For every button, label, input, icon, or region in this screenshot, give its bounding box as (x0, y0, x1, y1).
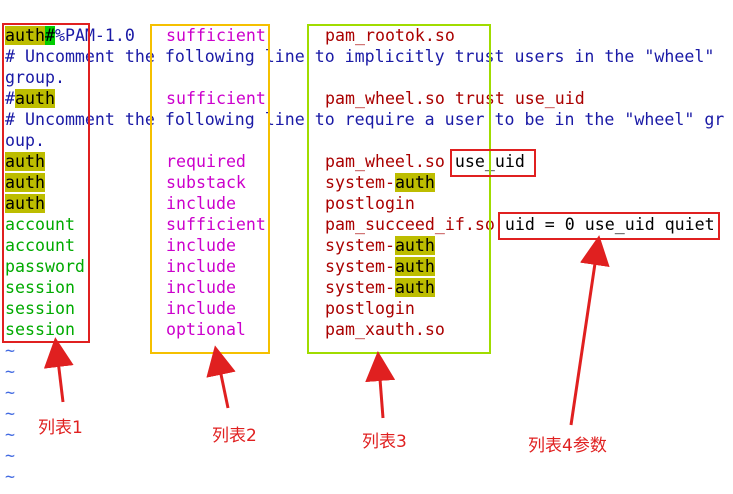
module-name: system- (325, 236, 395, 255)
module-name: system- (325, 257, 395, 276)
module-type-text: session (5, 320, 75, 339)
module-path: pam_succeed_if.so uid = 0 use_uid quiet (325, 214, 715, 235)
search-highlight: auth (394, 236, 435, 255)
pam-header: %PAM-1.0 (54, 26, 135, 45)
control-flag: sufficient (166, 215, 266, 234)
module-name: pam_xauth.so (325, 320, 445, 339)
comment-line: oup. (5, 131, 45, 150)
module-type-text: account (5, 215, 75, 234)
module-type: auth (5, 25, 45, 46)
module-path: pam_wheel.so trust use_uid (325, 88, 585, 109)
module-type: auth (5, 193, 45, 214)
control-flag: optional (166, 320, 246, 339)
module-type-text: auth (5, 152, 45, 171)
module-type-text: password (5, 257, 85, 276)
arrow-3 (365, 351, 396, 419)
module-name: pam_rootok.so (325, 26, 455, 45)
module-path: pam_xauth.so (325, 319, 445, 340)
empty-line-tilde: ~ (5, 446, 15, 465)
module-type: auth (5, 151, 45, 172)
module-type: session (5, 277, 75, 298)
module-name: postlogin (325, 299, 415, 318)
module-type: password (5, 256, 85, 277)
control-flag: include (166, 257, 236, 276)
arrow-2 (206, 345, 236, 409)
control-flag: sufficient (166, 89, 266, 108)
module-type-text: auth (15, 89, 55, 108)
module-type-text: auth (5, 173, 45, 192)
empty-line-tilde: ~ (5, 341, 15, 360)
empty-line-tilde: ~ (5, 362, 15, 381)
label-list3: 列表3 (362, 432, 407, 452)
module-type-text: session (5, 299, 75, 318)
module-type: #auth (5, 88, 55, 109)
module-path: system-auth (325, 277, 435, 298)
module-path: pam_wheel.so use_uid (325, 151, 525, 172)
module-name: pam_succeed_if.so (325, 215, 495, 234)
comment-line: group. (5, 68, 65, 87)
empty-line-tilde: ~ (5, 404, 15, 423)
use-uid-box (450, 149, 536, 177)
module-path: system-auth (325, 172, 435, 193)
module-name: system- (325, 278, 395, 297)
control-flag: include (166, 299, 236, 318)
label-list1: 列表1 (38, 418, 83, 438)
module-type-text: auth (5, 194, 45, 213)
control-flag: substack (166, 173, 246, 192)
empty-line-tilde: ~ (5, 425, 15, 444)
module-type: session (5, 298, 75, 319)
module-type-text: account (5, 236, 75, 255)
module-name: postlogin (325, 194, 415, 213)
column3-box (307, 24, 491, 354)
module-type-text: session (5, 278, 75, 297)
arrow-4 (569, 235, 610, 426)
module-path: pam_rootok.so (325, 25, 455, 46)
module-path: postlogin (325, 298, 415, 319)
header-line: #%PAM-1.0 (5, 4, 135, 45)
label-list2: 列表2 (212, 426, 257, 446)
control-flag: sufficient (166, 26, 266, 45)
text-cursor: # (44, 26, 55, 45)
module-type: session (5, 319, 75, 340)
comment-line: # Uncomment the following line to implic… (5, 47, 715, 66)
module-type-text: auth (5, 26, 45, 45)
empty-line-tilde: ~ (5, 383, 15, 402)
comment-prefix: # (5, 89, 15, 108)
search-highlight: auth (394, 257, 435, 276)
empty-line-tilde: ~ (5, 467, 15, 486)
control-flag: include (166, 236, 236, 255)
control-flag: include (166, 278, 236, 297)
module-name: pam_wheel.so (325, 152, 445, 171)
control-flag: include (166, 194, 236, 213)
module-path: postlogin (325, 193, 415, 214)
module-type: account (5, 214, 75, 235)
module-name: system- (325, 173, 395, 192)
control-flag: required (166, 152, 246, 171)
label-list4-params: 列表4参数 (528, 436, 607, 456)
module-type: account (5, 235, 75, 256)
search-highlight: auth (394, 173, 435, 192)
arrow-1 (43, 337, 74, 403)
search-highlight: auth (394, 278, 435, 297)
module-type: auth (5, 172, 45, 193)
module-name: pam_wheel.so trust use_uid (325, 89, 585, 108)
module-path: system-auth (325, 235, 435, 256)
module-path: system-auth (325, 256, 435, 277)
module-arguments: uid = 0 use_uid quiet (504, 215, 715, 234)
comment-line: # Uncomment the following line to requir… (5, 110, 725, 129)
